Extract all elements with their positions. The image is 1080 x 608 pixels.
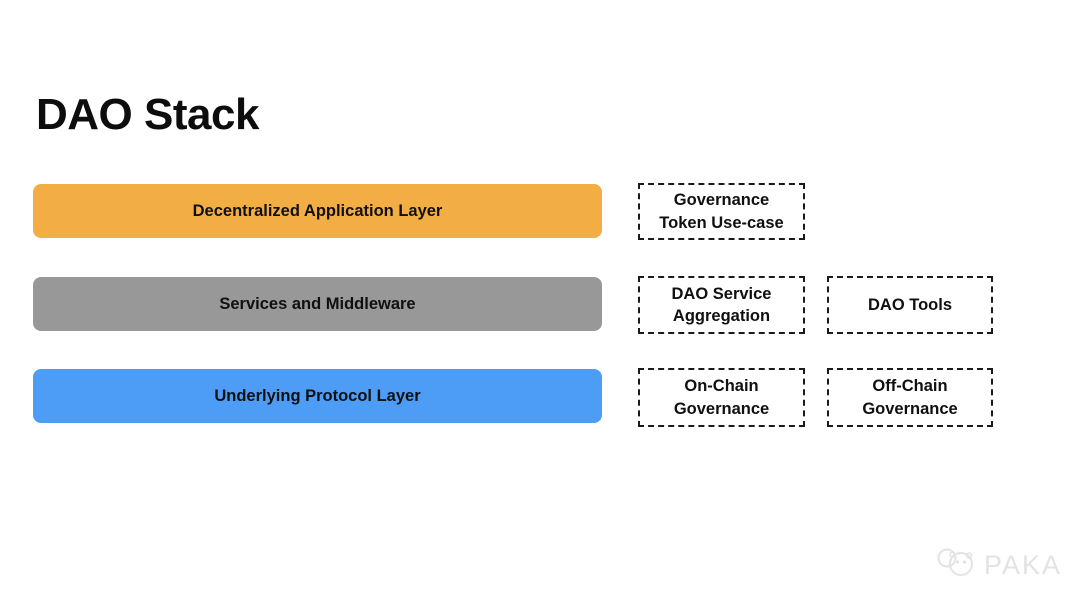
layer-bar-label: Services and Middleware: [219, 294, 416, 313]
dashed-box-label: DAO Service Aggregation: [671, 284, 772, 325]
layer-bar-underlying-protocol: Underlying Protocol Layer: [33, 369, 602, 423]
dashed-box-off-chain-governance: Off-Chain Governance: [827, 368, 993, 427]
page-title: DAO Stack: [36, 90, 259, 139]
panda-logo-icon: [936, 545, 978, 586]
layer-bar-services-middleware: Services and Middleware: [33, 277, 602, 331]
dashed-box-dao-service-aggregation: DAO Service Aggregation: [638, 276, 805, 334]
dashed-box-label: Governance Token Use-case: [659, 191, 784, 232]
dashed-box-governance-token-use-case: Governance Token Use-case: [638, 183, 805, 240]
dashed-box-label: DAO Tools: [867, 295, 953, 314]
dashed-box-dao-tools: DAO Tools: [827, 276, 993, 334]
layer-bar-label: Decentralized Application Layer: [192, 201, 443, 220]
layer-bar-decentralized-application: Decentralized Application Layer: [33, 184, 602, 238]
layer-bar-label: Underlying Protocol Layer: [214, 386, 421, 405]
dashed-box-label: On-Chain Governance: [673, 377, 770, 418]
dashed-box-on-chain-governance: On-Chain Governance: [638, 368, 805, 427]
watermark-label: PAKA: [983, 550, 1062, 580]
paka-watermark: PAKA: [936, 545, 1062, 586]
dashed-box-label: Off-Chain Governance: [862, 377, 958, 418]
